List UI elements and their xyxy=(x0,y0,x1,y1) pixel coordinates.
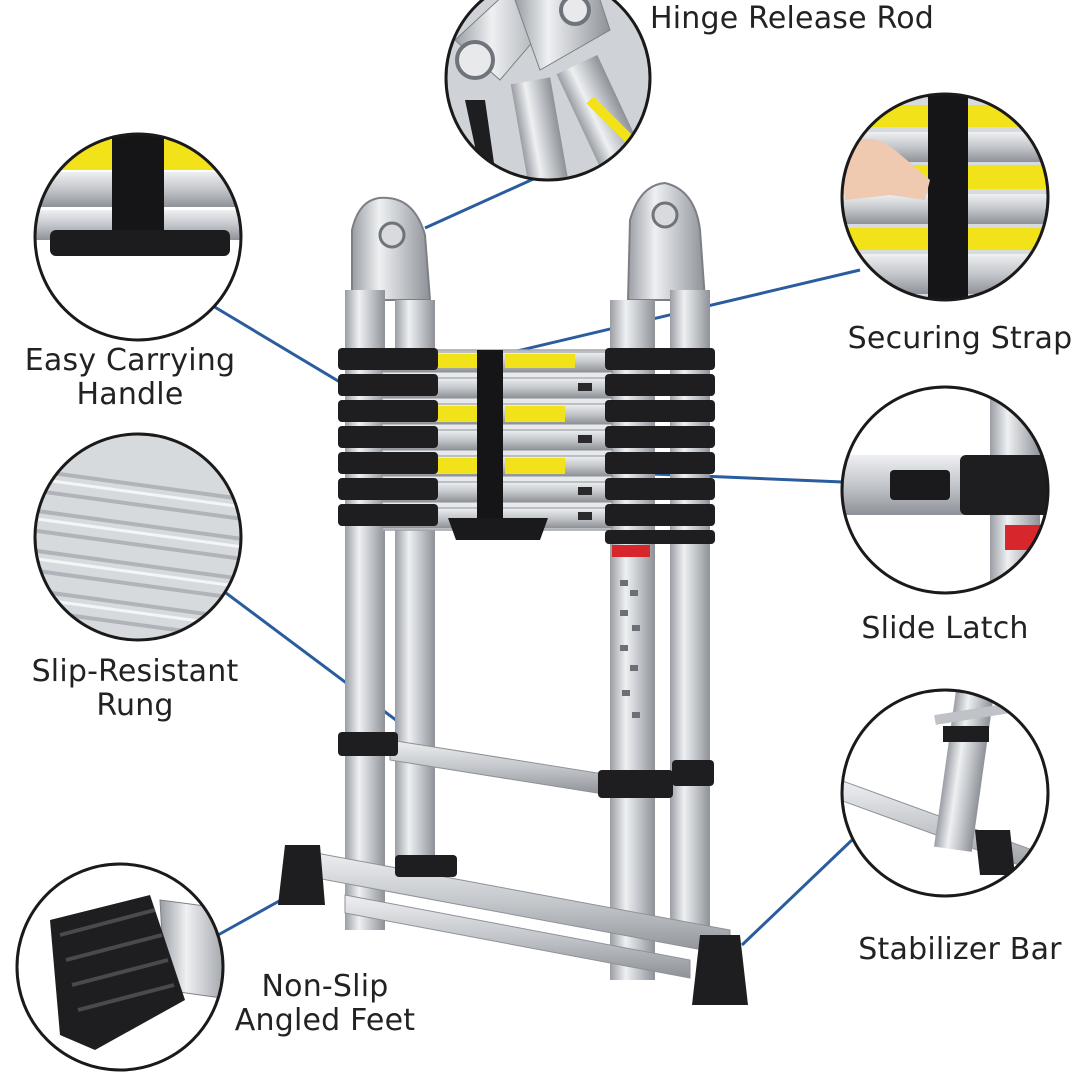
label-rung-line2: Rung xyxy=(96,688,174,723)
label-feet-line1: Non-Slip xyxy=(261,969,389,1004)
detail-circle-latch xyxy=(840,385,1050,595)
label-hinge-release-rod: Hinge Release Rod xyxy=(650,2,950,36)
detail-circle-rung xyxy=(33,432,243,642)
detail-circle-feet xyxy=(15,862,225,1072)
label-handle-line1: Easy Carrying xyxy=(24,343,236,378)
label-slide-latch: Slide Latch xyxy=(830,612,1060,646)
label-handle-line2: Handle xyxy=(76,377,184,412)
leader-line-rung xyxy=(225,591,421,740)
label-slip-resistant-rung: Slip-Resistant Rung xyxy=(20,655,250,723)
label-securing-strap: Securing Strap xyxy=(840,322,1080,356)
label-stabilizer-bar: Stabilizer Bar xyxy=(840,933,1080,967)
detail-circle-hinge xyxy=(444,0,652,182)
detail-circle-stabilizer xyxy=(840,688,1050,898)
label-hinge-line1: Hinge Release Rod xyxy=(650,1,934,36)
label-latch-line1: Slide Latch xyxy=(861,611,1029,646)
leader-line-feet xyxy=(217,893,291,937)
label-stabilizer-line1: Stabilizer Bar xyxy=(858,932,1062,967)
label-non-slip-angled-feet: Non-Slip Angled Feet xyxy=(210,970,440,1038)
label-feet-line2: Angled Feet xyxy=(234,1003,416,1038)
detail-circle-handle xyxy=(33,132,243,342)
leader-line-stabilizer xyxy=(740,838,854,947)
leader-line-hinge xyxy=(424,174,541,230)
detail-circle-strap xyxy=(840,92,1050,302)
ladder-illustration xyxy=(278,181,748,1005)
label-strap-line1: Securing Strap xyxy=(847,321,1073,356)
label-rung-line1: Slip-Resistant xyxy=(31,654,239,689)
label-easy-carrying-handle: Easy Carrying Handle xyxy=(20,344,240,412)
leader-lines xyxy=(212,174,861,947)
